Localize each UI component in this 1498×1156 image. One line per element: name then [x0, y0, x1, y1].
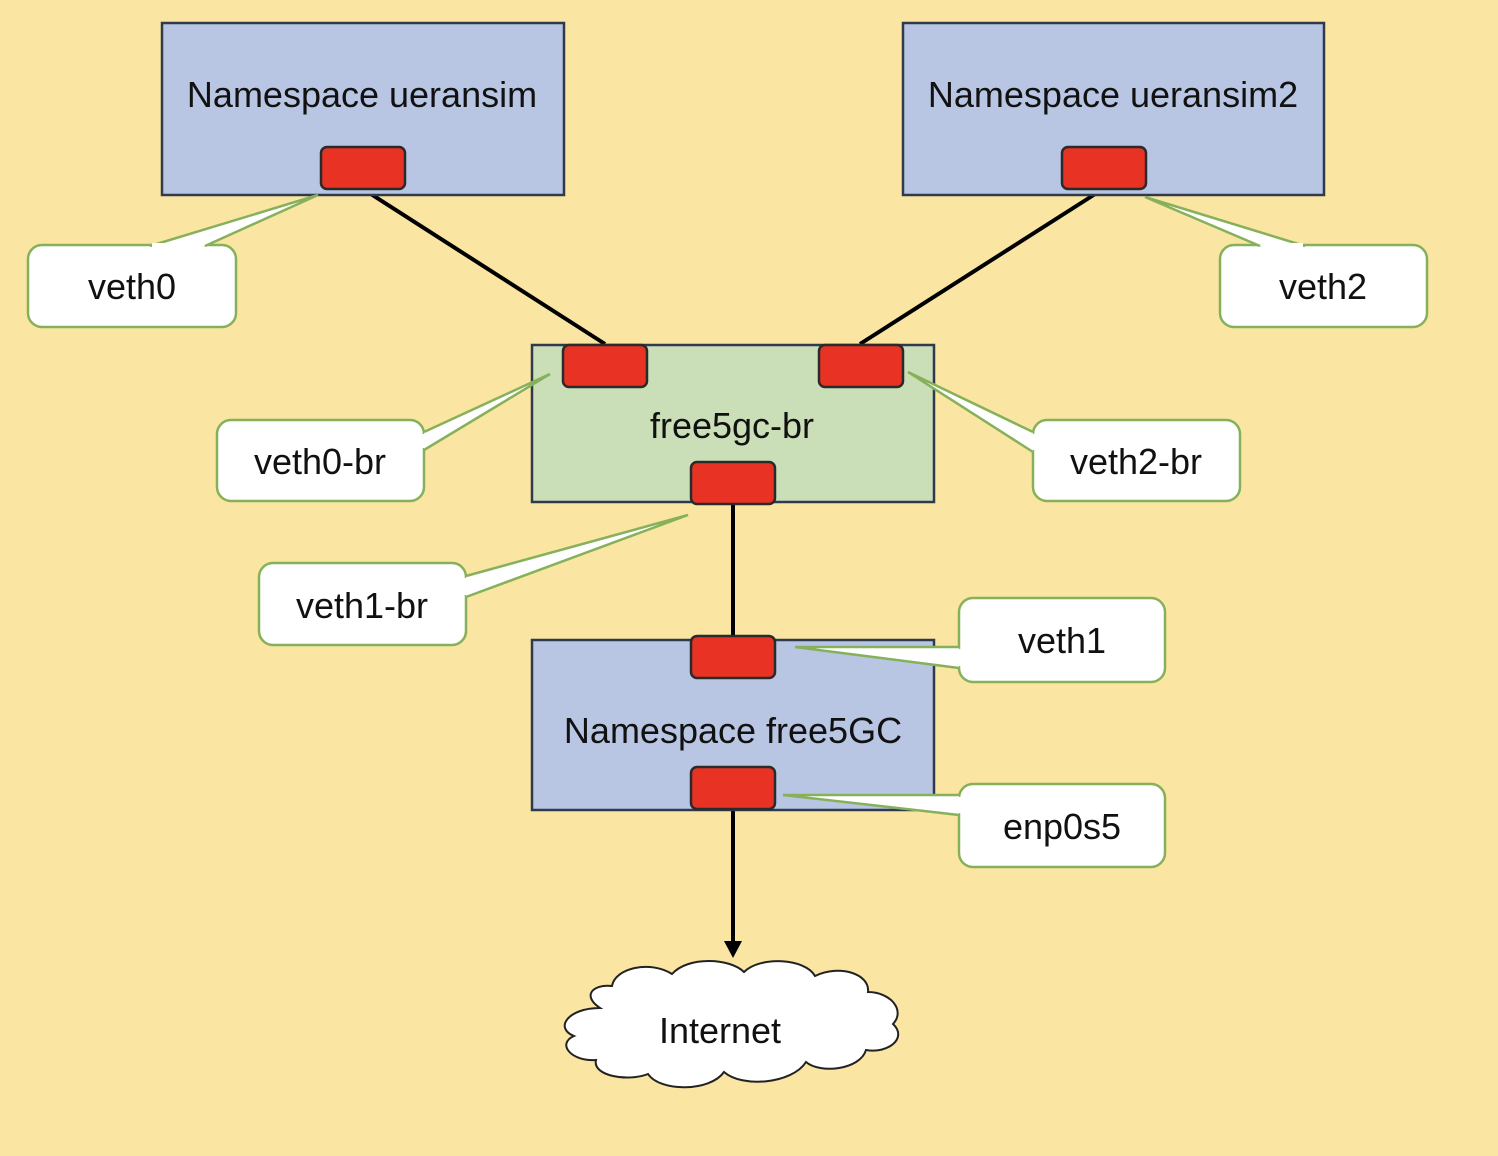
cloud-label: Internet — [659, 1010, 781, 1051]
callout-veth2-br: veth2-br — [907, 370, 1242, 503]
callout-enp0s5: enp0s5 — [782, 782, 1167, 869]
port-veth1-br — [689, 460, 777, 506]
internet-cloud: Internet — [563, 960, 900, 1089]
callout-enp0s5-label: enp0s5 — [1003, 806, 1121, 847]
callout-veth2-label: veth2 — [1279, 266, 1367, 307]
namespace-ueransim-label: Namespace ueransim — [187, 74, 537, 115]
bridge-label: free5gc-br — [650, 405, 814, 446]
port-enp0s5 — [689, 765, 777, 811]
callout-veth2-br-label: veth2-br — [1070, 441, 1202, 482]
callout-veth0-label: veth0 — [88, 266, 176, 307]
port-veth0-br — [561, 343, 649, 389]
port-veth0 — [319, 145, 407, 191]
port-veth1 — [689, 634, 777, 680]
callout-veth1-br-label: veth1-br — [296, 585, 428, 626]
callout-veth1-br: veth1-br — [257, 513, 689, 647]
arrow-head — [724, 941, 742, 958]
callout-veth1: veth1 — [794, 596, 1167, 684]
port-veth2 — [1060, 145, 1148, 191]
link-veth2-to-veth2-br — [858, 187, 1105, 346]
callout-veth1-label: veth1 — [1018, 620, 1106, 661]
port-veth2-br — [817, 343, 905, 389]
namespace-free5gc: Namespace free5GC — [530, 638, 936, 812]
cloud-icon — [563, 960, 900, 1089]
link-veth0-to-veth0-br — [361, 187, 607, 346]
callout-veth2: veth2 — [1144, 195, 1429, 329]
callout-veth0-br: veth0-br — [215, 372, 551, 503]
namespace-ueransim2-label: Namespace ueransim2 — [928, 74, 1298, 115]
callout-veth0: veth0 — [26, 193, 319, 329]
callout-veth0-br-label: veth0-br — [254, 441, 386, 482]
namespace-free5gc-label: Namespace free5GC — [564, 710, 902, 751]
